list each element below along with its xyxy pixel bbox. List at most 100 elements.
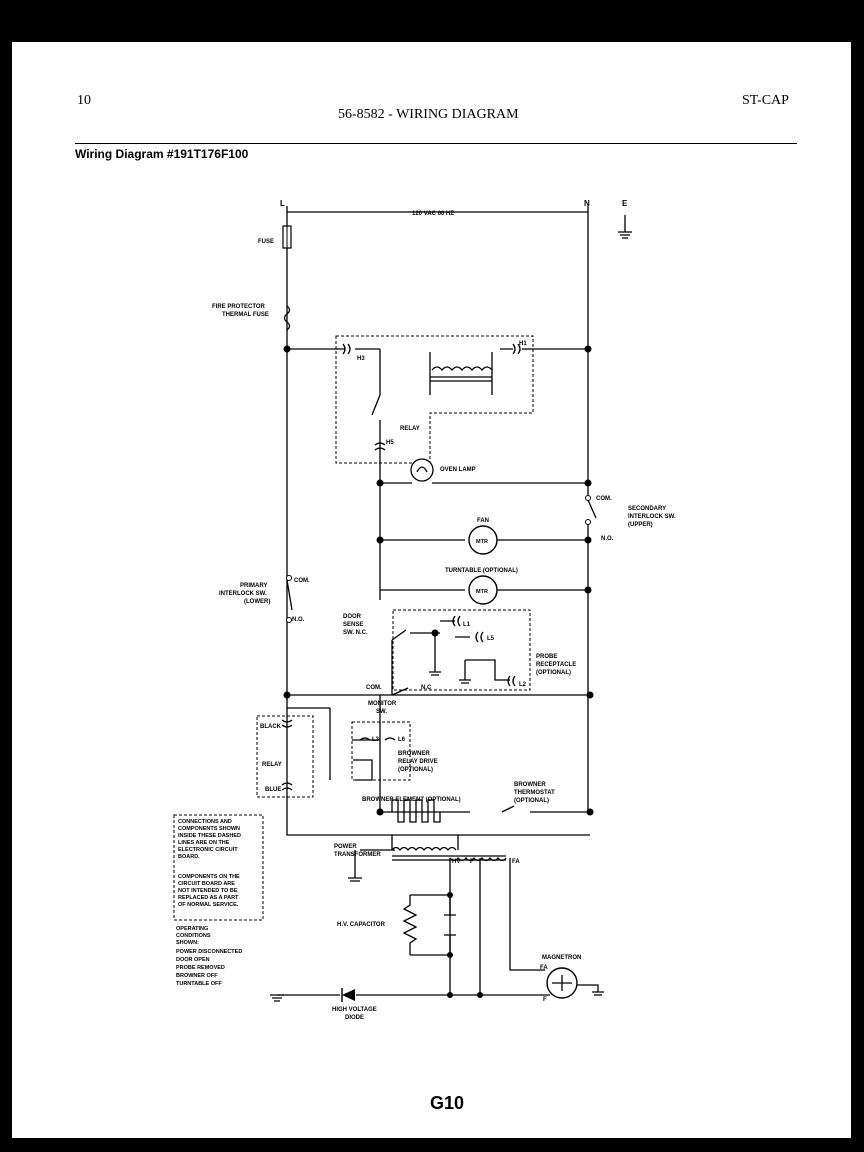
blue-label: BLUE — [265, 787, 281, 793]
secondary-interlock-label-2: INTERLOCK SW. — [628, 514, 676, 520]
svg-text:REPLACED AS A PART: REPLACED AS A PART — [178, 895, 239, 901]
oven-lamp-symbol — [410, 458, 434, 482]
l1-label: L1 — [463, 622, 471, 628]
ground-symbols — [270, 215, 632, 1002]
magnetron-fa-label: FA — [540, 965, 548, 971]
terminal-line: L — [280, 199, 285, 208]
l5-label: L5 — [487, 636, 495, 642]
junction-dots — [283, 345, 594, 998]
magnetron-label: MAGNETRON — [542, 955, 581, 961]
terminal-earth: E — [622, 199, 628, 208]
probe-receptacle-label-2: RECEPTACLE — [536, 662, 576, 668]
monitor-label-1: MONITOR — [368, 701, 397, 707]
svg-text:OF NORMAL SERVICE.: OF NORMAL SERVICE. — [178, 902, 239, 908]
browner-thermostat-symbol — [501, 805, 515, 813]
board-note: CONNECTIONS AND COMPONENTS SHOWN INSIDE … — [178, 819, 241, 860]
svg-text:PROBE REMOVED: PROBE REMOVED — [176, 965, 225, 971]
primary-interlock-label-1: PRIMARY — [240, 583, 267, 589]
svg-text:CONDITIONS: CONDITIONS — [176, 933, 211, 939]
black-label: BLACK — [260, 724, 282, 730]
turntable-label: TURNTABLE (OPTIONAL) — [445, 568, 518, 574]
model-code: ST-CAP — [742, 93, 789, 108]
svg-text:DOOR OPEN: DOOR OPEN — [176, 957, 210, 963]
power-transformer-label-1: POWER — [334, 844, 357, 850]
svg-text:OPERATING: OPERATING — [176, 926, 208, 932]
svg-text:NOT INTENDED TO BE: NOT INTENDED TO BE — [178, 888, 238, 894]
secondary-com-label: COM. — [596, 496, 612, 502]
browner-relay-label-1: BROWNER — [398, 751, 430, 757]
secondary-interlock-switch — [585, 495, 597, 525]
svg-text:COMPONENTS ON THE: COMPONENTS ON THE — [178, 874, 240, 880]
coil-connectors — [281, 343, 521, 791]
document-title: 56-8582 - WIRING DIAGRAM — [338, 107, 519, 122]
relay-contact — [371, 394, 381, 440]
monitor-nc-label: N.C — [421, 685, 432, 691]
supply-rating: 120 VAC 60 HZ — [412, 211, 454, 217]
primary-interlock-label-3: (LOWER) — [244, 599, 270, 605]
fuse-symbol — [282, 225, 292, 249]
power-transformer-label-2: TRANSFORMER — [334, 852, 381, 858]
svg-text:INSIDE THESE DASHED: INSIDE THESE DASHED — [178, 833, 241, 839]
relay-black-blue-label: RELAY — [262, 762, 282, 768]
browner-thermostat-label-1: BROWNER — [514, 782, 546, 788]
thermal-fuse-symbol — [283, 305, 291, 331]
relay-label: RELAY — [400, 426, 420, 432]
svg-text:TURNTABLE OFF: TURNTABLE OFF — [176, 981, 222, 987]
diagram-id: Wiring Diagram #191T176F100 — [75, 147, 249, 161]
hv-label: HV — [452, 859, 460, 865]
svg-text:SHOWN:: SHOWN: — [176, 940, 199, 946]
service-note: COMPONENTS ON THE CIRCUIT BOARD ARE NOT … — [178, 874, 240, 908]
door-sense-switch — [391, 629, 407, 641]
magnetron-f-label: F — [543, 997, 547, 1003]
svg-text:LINES ARE ON THE: LINES ARE ON THE — [178, 840, 230, 846]
secondary-no-label: N.O. — [601, 536, 614, 542]
browner-thermostat-label-3: (OPTIONAL) — [514, 798, 549, 804]
primary-com-label: COM. — [294, 578, 310, 584]
svg-text:BROWNER OFF: BROWNER OFF — [176, 973, 218, 979]
hv-diode-label-1: HIGH VOLTAGE — [332, 1007, 377, 1013]
fa-label: FA — [512, 859, 520, 865]
hv-capacitor-label: H.V. CAPACITOR — [337, 922, 386, 928]
probe-receptacle-label-3: (OPTIONAL) — [536, 670, 571, 676]
browner-relay-label-3: (OPTIONAL) — [398, 767, 433, 773]
primary-no-label: N.O. — [292, 617, 305, 623]
power-transformer-symbol — [391, 846, 507, 862]
fire-protector-label-1: FIRE PROTECTOR — [212, 304, 266, 310]
svg-text:COMPONENTS SHOWN: COMPONENTS SHOWN — [178, 826, 240, 832]
svg-text:CONNECTIONS AND: CONNECTIONS AND — [178, 819, 232, 825]
turntable-mtr-label: MTR — [476, 589, 488, 595]
fire-protector-label-2: THERMAL FUSE — [222, 312, 269, 318]
operating-conditions-note: OPERATING CONDITIONS SHOWN: POWER DISCON… — [176, 926, 242, 987]
magnetron-symbol — [546, 967, 578, 999]
door-sense-label-2: SENSE — [343, 622, 363, 628]
f-label: F — [470, 859, 474, 865]
browner-element-label: BROWNER ELEMENT (OPTIONAL) — [362, 797, 461, 803]
browner-thermostat-label-2: THERMOSTAT — [514, 790, 555, 796]
relay-coil — [429, 352, 493, 395]
monitor-com-label: COM. — [366, 685, 382, 691]
svg-text:BOARD.: BOARD. — [178, 854, 200, 860]
browner-relay-label-2: RELAY DRIVE — [398, 759, 438, 765]
l6-label: L6 — [398, 737, 406, 743]
browner-element-symbol — [391, 799, 441, 823]
svg-text:POWER DISCONNECTED: POWER DISCONNECTED — [176, 949, 242, 955]
hv-capacitor-symbol — [402, 895, 456, 955]
primary-interlock-switch — [286, 575, 293, 623]
l3-label: L3 — [372, 737, 380, 743]
header-rule — [75, 143, 797, 144]
svg-text:ELECTRONIC CIRCUIT: ELECTRONIC CIRCUIT — [178, 847, 238, 853]
hv-diode-label-2: DIODE — [345, 1015, 364, 1021]
primary-interlock-label-2: INTERLOCK SW. — [219, 591, 267, 597]
door-sense-label-1: DOOR — [343, 614, 362, 620]
page-number: 10 — [77, 93, 91, 108]
turntable-motor — [468, 575, 498, 605]
terminal-neutral: N — [584, 199, 590, 208]
svg-text:CIRCUIT BOARD ARE: CIRCUIT BOARD ARE — [178, 881, 235, 887]
fan-label: FAN — [477, 518, 489, 524]
fan-motor — [468, 525, 498, 555]
h3-label: H3 — [357, 356, 365, 362]
monitor-label-2: SW. — [376, 709, 387, 715]
l2-label: L2 — [519, 682, 527, 688]
